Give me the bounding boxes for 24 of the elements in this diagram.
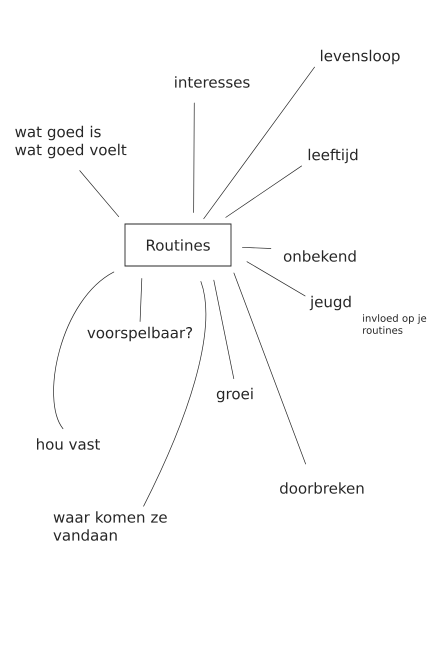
branch-label: voorspelbaar? xyxy=(87,326,192,342)
branch-label: hou vast xyxy=(37,438,100,450)
branch-label: waar komen ze vandaan xyxy=(53,511,167,541)
branch-line xyxy=(140,278,142,322)
branch-line xyxy=(79,170,120,218)
branch-line xyxy=(203,66,315,220)
branch-line xyxy=(193,102,195,213)
branch-label: jeugd xyxy=(310,296,351,310)
branch-line xyxy=(225,166,302,218)
branch-label: doorbreken xyxy=(280,482,364,494)
branch-line xyxy=(213,280,234,379)
branch-label: levensloop xyxy=(320,50,400,64)
topic-box: Routines xyxy=(124,224,232,266)
branch-label: onbekend xyxy=(284,250,356,262)
branch-label: leeftijd xyxy=(308,148,358,164)
branch-line xyxy=(143,281,206,507)
branch-line xyxy=(234,272,306,464)
branch-label: groei xyxy=(216,388,253,402)
note-text: invloed op je routines xyxy=(363,314,426,334)
branch-line xyxy=(53,272,114,430)
branch-line xyxy=(246,261,306,296)
branch-label: wat goed is wat goed voelt xyxy=(15,126,126,158)
branch-label: interesses xyxy=(175,76,250,88)
branch-line xyxy=(242,246,272,249)
